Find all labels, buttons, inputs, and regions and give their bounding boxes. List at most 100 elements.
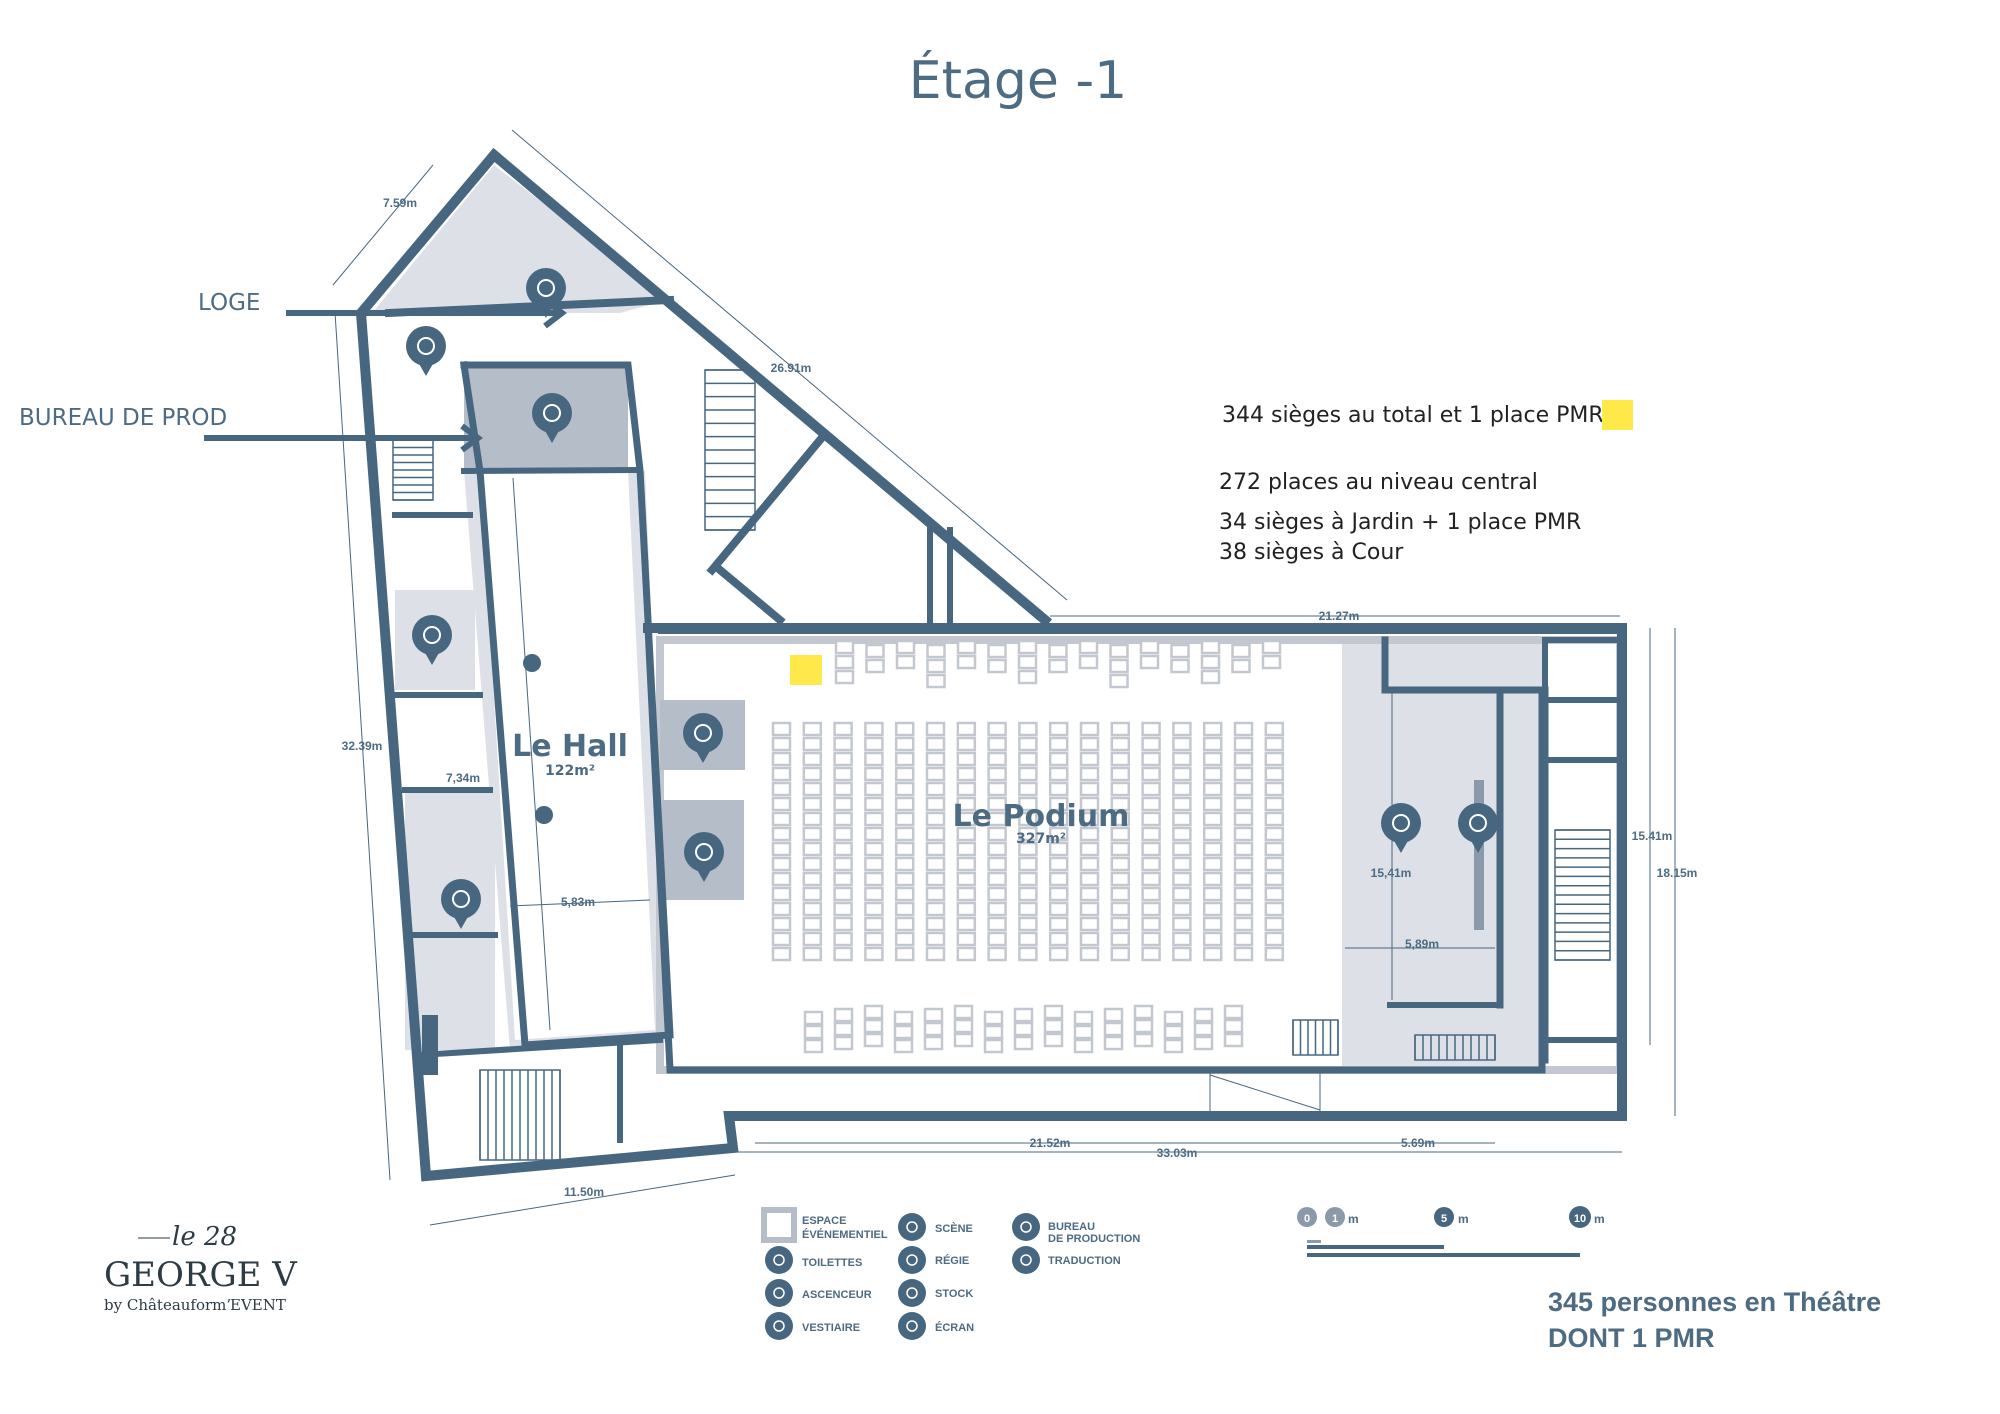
- seat: [956, 841, 977, 857]
- seat: [1202, 796, 1223, 812]
- seat: [1233, 811, 1254, 827]
- seat: [1018, 871, 1038, 887]
- seat: [1110, 841, 1131, 857]
- seat: [1141, 766, 1161, 782]
- seat: [1133, 1004, 1154, 1020]
- seat: [1233, 766, 1254, 782]
- seat: [1172, 736, 1192, 752]
- seat: [923, 1021, 944, 1037]
- legend-label: ÉVÉNEMENTIEL: [802, 1228, 888, 1241]
- seat: [1170, 643, 1190, 659]
- seat: [1048, 916, 1069, 932]
- seat: [771, 931, 792, 947]
- seat: [1018, 946, 1038, 962]
- seat: [1103, 1007, 1124, 1023]
- seat: [956, 639, 977, 655]
- seat: [1172, 886, 1192, 902]
- seat: [1133, 1032, 1154, 1048]
- seat: [1079, 871, 1100, 887]
- seat: [987, 841, 1007, 857]
- seat: [1079, 841, 1100, 857]
- seat: [1223, 1004, 1244, 1020]
- seat: [987, 886, 1007, 902]
- seat: [803, 1010, 824, 1026]
- seat: [1233, 751, 1254, 767]
- seat: [1110, 766, 1131, 782]
- seat: [833, 736, 853, 752]
- seat: [865, 658, 885, 674]
- seat: [1141, 946, 1161, 962]
- seat: [834, 654, 855, 670]
- seat: [1018, 721, 1038, 737]
- seat: [1233, 871, 1254, 887]
- seat: [771, 811, 792, 827]
- seat: [1172, 811, 1192, 827]
- seat: [1172, 781, 1192, 797]
- seat: [1200, 669, 1221, 685]
- seat: [1018, 886, 1038, 902]
- seat: [1202, 856, 1223, 872]
- legend-label: SCÈNE: [935, 1222, 973, 1235]
- seat: [1202, 841, 1223, 857]
- seat: [1079, 916, 1100, 932]
- seat: [1202, 781, 1223, 797]
- seat: [987, 946, 1007, 962]
- seat: [1048, 811, 1069, 827]
- seat: [1223, 1018, 1244, 1034]
- seat: [1017, 639, 1038, 655]
- seat: [1110, 946, 1131, 962]
- seat: [864, 766, 884, 782]
- seat: [894, 916, 915, 932]
- seat: [1079, 736, 1100, 752]
- seat: [833, 796, 853, 812]
- seat: [1109, 643, 1129, 659]
- seat: [771, 886, 792, 902]
- logo-script: le 28: [172, 1222, 237, 1252]
- seat: [1141, 901, 1161, 917]
- seat: [864, 856, 884, 872]
- seat: [1018, 841, 1038, 857]
- dimension-label: 18.15m: [1657, 866, 1698, 880]
- pmr-place-marker: [790, 655, 822, 685]
- seat: [1079, 721, 1100, 737]
- seat: [1018, 796, 1038, 812]
- legend-label: BUREAU: [1048, 1221, 1095, 1233]
- seat: [1172, 871, 1192, 887]
- elevator-icon: [406, 326, 446, 376]
- legend-label: ASCENCEUR: [802, 1289, 872, 1301]
- logo-event: EVENT: [230, 1296, 286, 1314]
- scene-icon: [898, 1213, 926, 1241]
- seat: [956, 796, 977, 812]
- seat: [1018, 931, 1038, 947]
- seat: [1110, 796, 1131, 812]
- seat: [1264, 751, 1285, 767]
- seat: [802, 751, 823, 767]
- seat: [895, 654, 916, 670]
- seat: [953, 1018, 974, 1034]
- seat: [1110, 781, 1131, 797]
- seat: [925, 751, 946, 767]
- seat: [925, 841, 946, 857]
- seat: [894, 781, 915, 797]
- seat: [1018, 826, 1038, 842]
- seat: [1110, 826, 1131, 842]
- seat: [894, 886, 915, 902]
- seat: [1048, 751, 1069, 767]
- seat: [1110, 736, 1131, 752]
- seat: [1017, 654, 1038, 670]
- seat: [771, 721, 792, 737]
- legend-label: DE PRODUCTION: [1048, 1233, 1140, 1245]
- seat: [894, 796, 915, 812]
- seat: [1264, 781, 1285, 797]
- seat: [802, 901, 823, 917]
- column: [523, 654, 541, 672]
- seat: [1139, 654, 1160, 670]
- seat: [864, 721, 884, 737]
- seat: [1110, 916, 1131, 932]
- seat: [1141, 871, 1161, 887]
- seat: [833, 1035, 854, 1051]
- seat: [863, 1032, 884, 1048]
- seat: [925, 766, 946, 782]
- seat: [863, 1004, 884, 1020]
- seat: [833, 901, 853, 917]
